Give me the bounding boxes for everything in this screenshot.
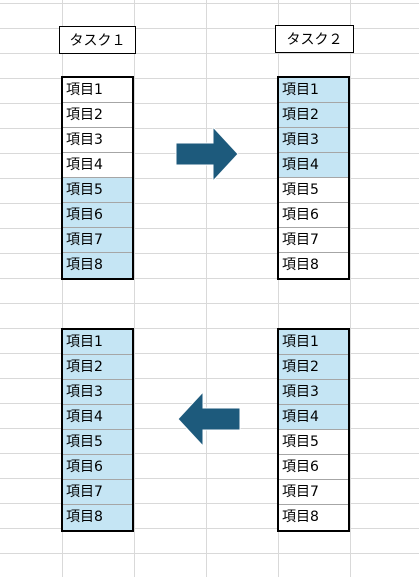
list-item[interactable]: 項目4 (279, 153, 348, 178)
list-item[interactable]: 項目2 (63, 103, 132, 128)
list-item[interactable]: 項目2 (279, 355, 348, 380)
list-item[interactable]: 項目3 (63, 128, 132, 153)
list-item[interactable]: 項目8 (63, 505, 132, 530)
list-item[interactable]: 項目1 (279, 330, 348, 355)
list-item[interactable]: 項目8 (282, 257, 319, 273)
task1-label[interactable]: タスク１ (59, 26, 136, 54)
list-item[interactable]: 項目7 (63, 480, 132, 505)
list-item[interactable]: 項目7 (279, 480, 348, 505)
list-item[interactable]: 項目6 (279, 203, 348, 228)
list-item[interactable]: 項目3 (279, 128, 348, 153)
list-item[interactable]: 項目2 (63, 355, 132, 380)
arrow-right-shape (175, 126, 239, 182)
arrow-left-shape (177, 391, 241, 447)
list-item[interactable]: 項目5 (279, 178, 348, 203)
list-item[interactable]: 項目5 (279, 430, 348, 455)
task2-label[interactable]: タスク２ (275, 25, 354, 53)
list-item[interactable]: 項目6 (279, 455, 348, 480)
list-item[interactable]: 項目4 (279, 405, 348, 430)
list-item[interactable]: 項目4 (63, 405, 132, 430)
list-item[interactable]: 項目6 (63, 455, 132, 480)
arrow-right-icon[interactable] (175, 126, 239, 182)
list-item[interactable]: 項目1 (63, 78, 132, 103)
list-item[interactable]: 項目7 (63, 228, 132, 253)
list-item[interactable]: 項目7 (279, 228, 348, 253)
list-item[interactable]: 項目3 (279, 380, 348, 405)
list-item[interactable]: 項目8 (282, 509, 319, 525)
list-item[interactable]: 項目5 (63, 430, 132, 455)
list-item[interactable]: 項目5 (63, 178, 132, 203)
list-item[interactable]: 項目8 (63, 253, 132, 278)
list-item[interactable]: 項目4 (63, 153, 132, 178)
list-item[interactable]: 項目1 (279, 78, 348, 103)
arrow-left-icon[interactable] (177, 391, 241, 447)
list-item[interactable]: 項目6 (63, 203, 132, 228)
list-item[interactable]: 項目1 (63, 330, 132, 355)
list-item[interactable]: 項目2 (279, 103, 348, 128)
list-item[interactable]: 項目3 (63, 380, 132, 405)
